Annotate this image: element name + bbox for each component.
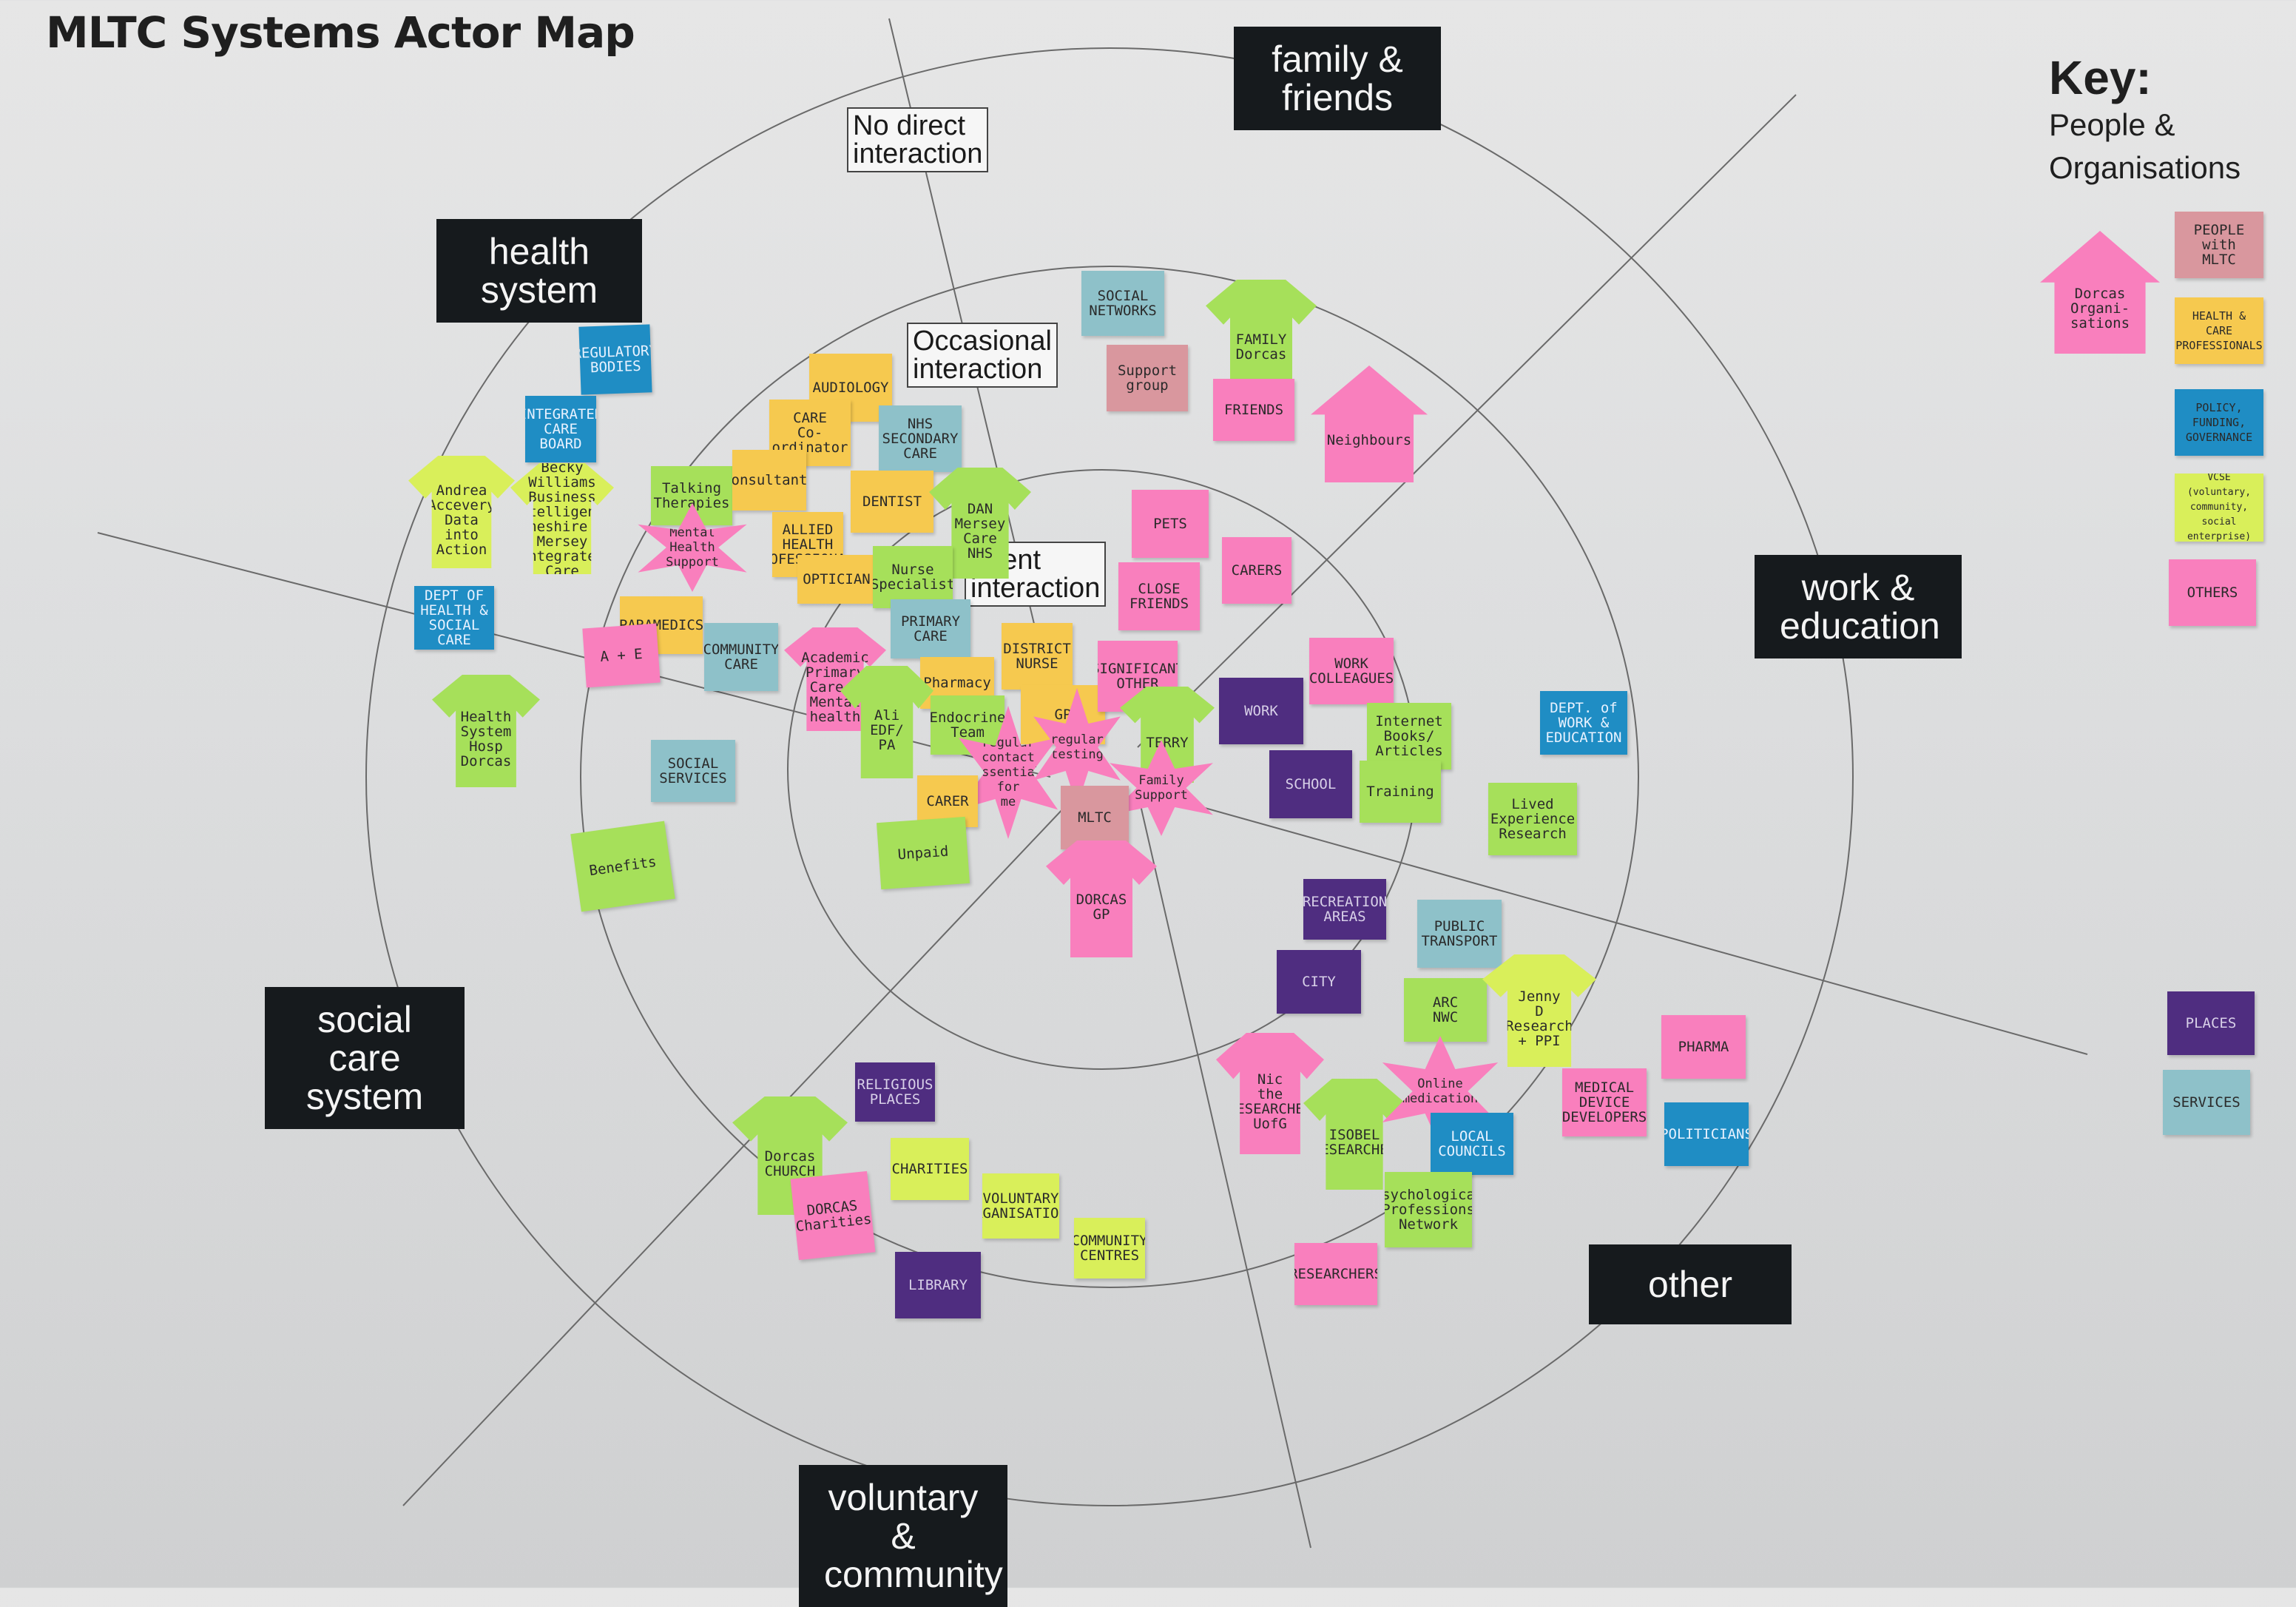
sticky-note-recreation: RECREATION AREAS	[1303, 879, 1386, 940]
sticky-note-religious: RELIGIOUS PLACES	[855, 1062, 935, 1122]
map-title: MLTC Systems Actor Map	[46, 7, 635, 58]
sticky-note-district-nurse: DISTRICT NURSE	[1002, 623, 1073, 690]
key-item-services: SERVICES	[2163, 1070, 2250, 1135]
key-item-people-with-mltc: PEOPLE with MLTC	[2175, 212, 2263, 278]
sticky-note-politicians: POLITICIANS	[1664, 1102, 1749, 1166]
key-legend-heading: Key: People & Organisations	[2049, 52, 2241, 189]
ring-label-no-direct: No direct interaction	[847, 107, 989, 172]
sector-label-health-system: health system	[436, 219, 642, 323]
sticky-note-unpaid: Unpaid	[877, 816, 970, 890]
key-item-health-care-professionals: HEALTH & CARE PROFESSIONALS	[2175, 297, 2263, 364]
sticky-note-audiology: AUDIOLOGY	[809, 354, 892, 422]
sticky-note-school: SCHOOL	[1269, 750, 1352, 818]
key-item-vcse: VCSE (voluntary, community, social enter…	[2175, 474, 2263, 542]
sticky-note-dentist: DENTIST	[851, 471, 933, 533]
sticky-note-social-services: SOCIAL SERVICES	[651, 740, 735, 802]
sticky-note-councils: LOCAL COUNCILS	[1431, 1113, 1513, 1175]
middle-ring	[580, 266, 1639, 1288]
sticky-note-training: Training	[1360, 761, 1441, 823]
ring-label-occasional: Occasional interaction	[907, 323, 1058, 388]
sticky-note-icb: INTEGRATED CARE BOARD	[525, 396, 596, 462]
sector-label-family-friends: family & friends	[1234, 27, 1441, 130]
sticky-note-city: CITY	[1277, 950, 1361, 1014]
sector-label-voluntary-community: voluntary & community	[799, 1465, 1007, 1607]
sticky-note-psych: Psychological Professions Network	[1385, 1172, 1472, 1247]
sector-divider-2	[1137, 94, 1797, 748]
sticky-note-consultants: Consultants	[732, 450, 806, 511]
sticky-note-nurse: Nurse Specialist	[873, 546, 953, 608]
sticky-note-work-colleagues: WORK COLLEAGUES	[1309, 638, 1394, 704]
sticky-note-charities: CHARITIES	[891, 1138, 969, 1200]
sector-label-social-care-system: social care system	[265, 987, 465, 1129]
sticky-note-dhsc: DEPT OF HEALTH & SOCIAL CARE	[414, 586, 494, 650]
key-subtitle: People & Organisations	[2049, 107, 2241, 185]
sticky-note-pharma: PHARMA	[1661, 1015, 1746, 1079]
sticky-note-nhs-secondary: NHS SECONDARY CARE	[879, 405, 962, 472]
sticky-note-pets: PETS	[1132, 490, 1209, 558]
sector-label-work-education: work & education	[1755, 555, 1962, 658]
sticky-note-public-transport: PUBLIC TRANSPORT	[1417, 900, 1502, 968]
sector-divider-4	[1138, 798, 1311, 1549]
sticky-note-social-networks: SOCIAL NETWORKS	[1081, 271, 1164, 336]
outer-ring	[365, 47, 1854, 1506]
sector-divider-3	[1146, 791, 2088, 1055]
sticky-note-voluntary-orgs: VOLUNTARY ORGANISATIONS	[982, 1173, 1059, 1239]
sticky-note-dwe: DEPT. of WORK & EDUCATION	[1540, 691, 1627, 755]
sticky-note-a-and-e: A + E	[582, 623, 661, 688]
sticky-note-carers: CARERS	[1222, 537, 1292, 604]
sticky-note-support-group: Support group	[1107, 345, 1188, 411]
key-item-others: OTHERS	[2169, 559, 2256, 626]
sticky-note-community-centres: COMMUNITY CENTRES	[1074, 1218, 1145, 1278]
key-item-policy-funding: POLICY, FUNDING, GOVERNANCE	[2175, 389, 2263, 456]
sector-label-other: other	[1589, 1244, 1792, 1324]
sticky-note-friends: FRIENDS	[1213, 379, 1294, 441]
sticky-note-primary-care: PRIMARY CARE	[891, 599, 970, 658]
sector-divider-5	[402, 806, 1066, 1506]
sticky-note-med-device: MEDICAL DEVICE DEVELOPERS	[1562, 1068, 1647, 1136]
sticky-note-researchers: RESEARCHERS	[1294, 1243, 1377, 1305]
sticky-note-internet: Internet Books/ Articles	[1367, 703, 1451, 769]
sticky-note-close-friends: CLOSE FRIENDS	[1118, 562, 1200, 630]
sticky-note-lived-experience: Lived Experience Research	[1488, 783, 1577, 855]
key-title: Key:	[2049, 51, 2152, 104]
sticky-note-regulators: REGULATORY BODIES	[578, 324, 652, 395]
sticky-note-mltc: MLTC	[1061, 786, 1129, 849]
sticky-note-optician: OPTICIAN	[797, 555, 876, 604]
sticky-note-arc-nwc: ARC NWC	[1404, 978, 1487, 1042]
key-item-places: PLACES	[2167, 991, 2255, 1055]
sticky-note-library: LIBRARY	[895, 1252, 981, 1318]
sticky-note-community-care: COMMUNITY CARE	[704, 623, 778, 691]
sticky-note-work: WORK	[1219, 678, 1303, 744]
sticky-note-dorcas-charities: DORCAS Charities	[790, 1170, 876, 1261]
sticky-note-benefits: Benefits	[570, 821, 675, 912]
